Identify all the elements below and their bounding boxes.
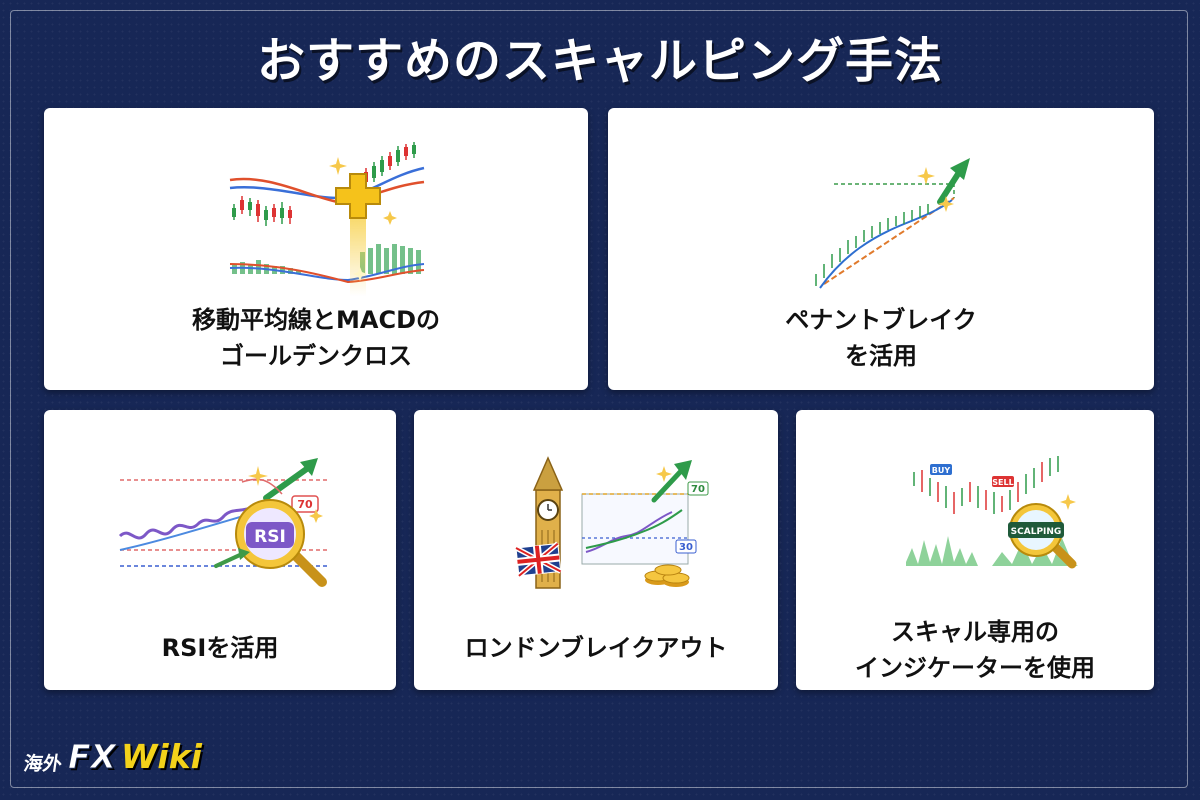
card-label: ペナントブレイク を活用	[608, 302, 1154, 374]
card-scalping-indicator[interactable]: BUY SELL SCALPING スキャル専用の インジケーターを使用	[796, 410, 1154, 690]
rsi-badge: RSI	[254, 527, 286, 547]
logo-fx-text: FX	[68, 737, 117, 777]
rsi-illustration: 70 RSI	[118, 458, 330, 587]
card-label-line: ペナントブレイク	[785, 306, 977, 334]
border-frame	[10, 10, 1188, 788]
pennant-illustration	[815, 158, 970, 289]
card-golden-cross[interactable]: 移動平均線とMACDの ゴールデンクロス	[44, 108, 588, 390]
card-label-line: ゴールデンクロス	[220, 342, 412, 370]
card-label-line: ロンドンブレイクアウト	[464, 634, 728, 662]
card-label-line: RSIを活用	[161, 634, 279, 662]
card-pennant-break[interactable]: ペナントブレイク を活用	[608, 108, 1154, 390]
logo-kaigai-text: 海外	[22, 753, 64, 775]
card-london-breakout[interactable]: 70 30 ロンドンブレイクアウト	[414, 410, 778, 690]
card-label: RSIを活用	[44, 630, 396, 666]
card-label-line: を活用	[845, 342, 917, 370]
card-rsi[interactable]: 70 RSI RSIを活用	[44, 410, 396, 690]
card-label: ロンドンブレイクアウト	[414, 630, 778, 666]
london-illustration: 70 30	[514, 456, 709, 589]
card-label: 移動平均線とMACDの ゴールデンクロス	[44, 302, 588, 374]
card-label: スキャル専用の インジケーターを使用	[796, 614, 1154, 686]
sell-signal-label: SELL	[992, 478, 1013, 487]
buy-signal-label: BUY	[932, 466, 951, 475]
scalping-illustration: BUY SELL SCALPING	[906, 456, 1078, 569]
rsi-level-label: 70	[297, 498, 313, 511]
site-logo: 海外 FX Wiki	[22, 736, 202, 777]
card-label-line: 移動平均線とMACDの	[192, 306, 440, 334]
page-title: おすすめのスキャルピング手法	[256, 33, 943, 89]
london-high-label: 70	[691, 484, 705, 495]
scalping-badge: SCALPING	[1011, 527, 1062, 537]
golden-cross-illustration	[229, 142, 425, 296]
london-low-label: 30	[679, 542, 693, 553]
card-label-line: インジケーターを使用	[855, 654, 1095, 682]
card-label-line: スキャル専用の	[891, 618, 1059, 646]
logo-wiki-text: Wiki	[121, 737, 202, 776]
